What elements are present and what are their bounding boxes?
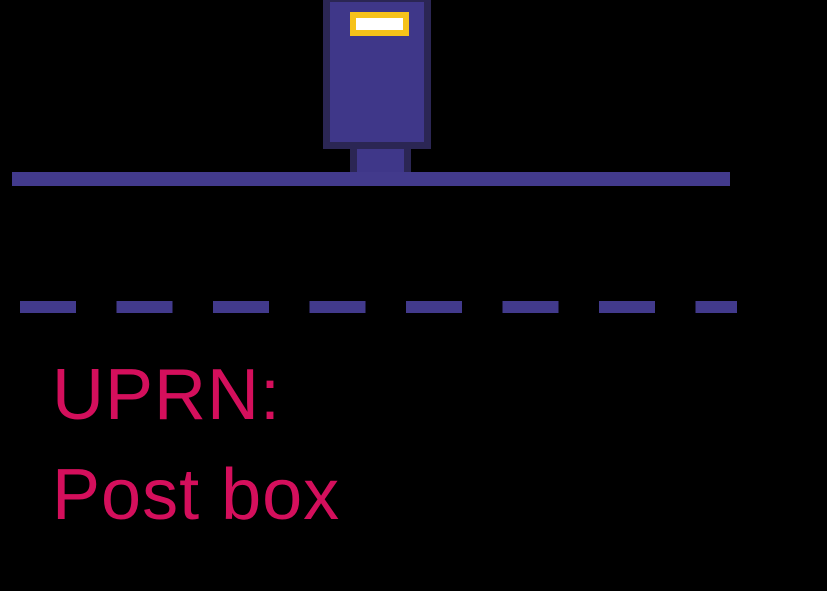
post-box-body — [323, 0, 431, 149]
post-box-stand — [350, 149, 411, 172]
ground-line — [12, 172, 730, 186]
feature-name-label: Post box — [52, 455, 341, 535]
post-box-slot — [350, 12, 409, 36]
caption: UPRN: Post box — [52, 345, 340, 545]
dashed-boundary-line — [20, 301, 737, 313]
uprn-label: UPRN: — [52, 355, 282, 435]
